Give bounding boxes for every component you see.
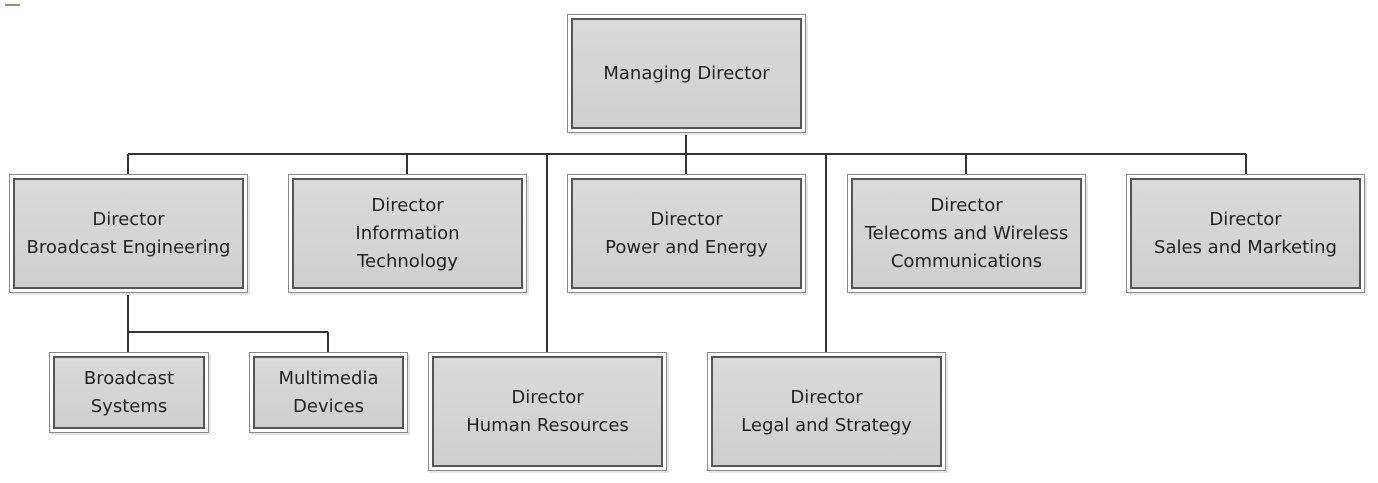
node-label-line: Sales and Marketing bbox=[1154, 236, 1337, 258]
node-label-line: Power and Energy bbox=[605, 236, 768, 258]
node-label-line: Systems bbox=[90, 395, 168, 417]
node-label-line: Director bbox=[92, 208, 165, 230]
node-label-line: Director bbox=[790, 386, 863, 408]
node-label-line: Multimedia bbox=[278, 367, 379, 389]
node-label-line: Communications bbox=[890, 250, 1043, 272]
node-label-line: Director bbox=[930, 194, 1003, 216]
node-label-line: Telecoms and Wireless bbox=[864, 222, 1069, 244]
node-label-line: Human Resources bbox=[466, 414, 629, 436]
node-label-line: Devices bbox=[293, 395, 364, 417]
node-label-line: Information bbox=[355, 222, 460, 244]
node-label-line: Director bbox=[650, 208, 723, 230]
node-label-line: Director bbox=[1209, 208, 1282, 230]
node-label-line: Managing Director bbox=[603, 62, 770, 84]
node-label-line: Broadcast bbox=[83, 367, 175, 389]
node-label-line: Technology bbox=[357, 250, 458, 272]
node-label-line: Director bbox=[511, 386, 584, 408]
node-label-line: Legal and Strategy bbox=[741, 414, 912, 436]
node-label-line: Broadcast Engineering bbox=[26, 236, 231, 258]
node-managing-director: Managing Director bbox=[567, 14, 806, 133]
node-label-line: Director bbox=[371, 194, 444, 216]
